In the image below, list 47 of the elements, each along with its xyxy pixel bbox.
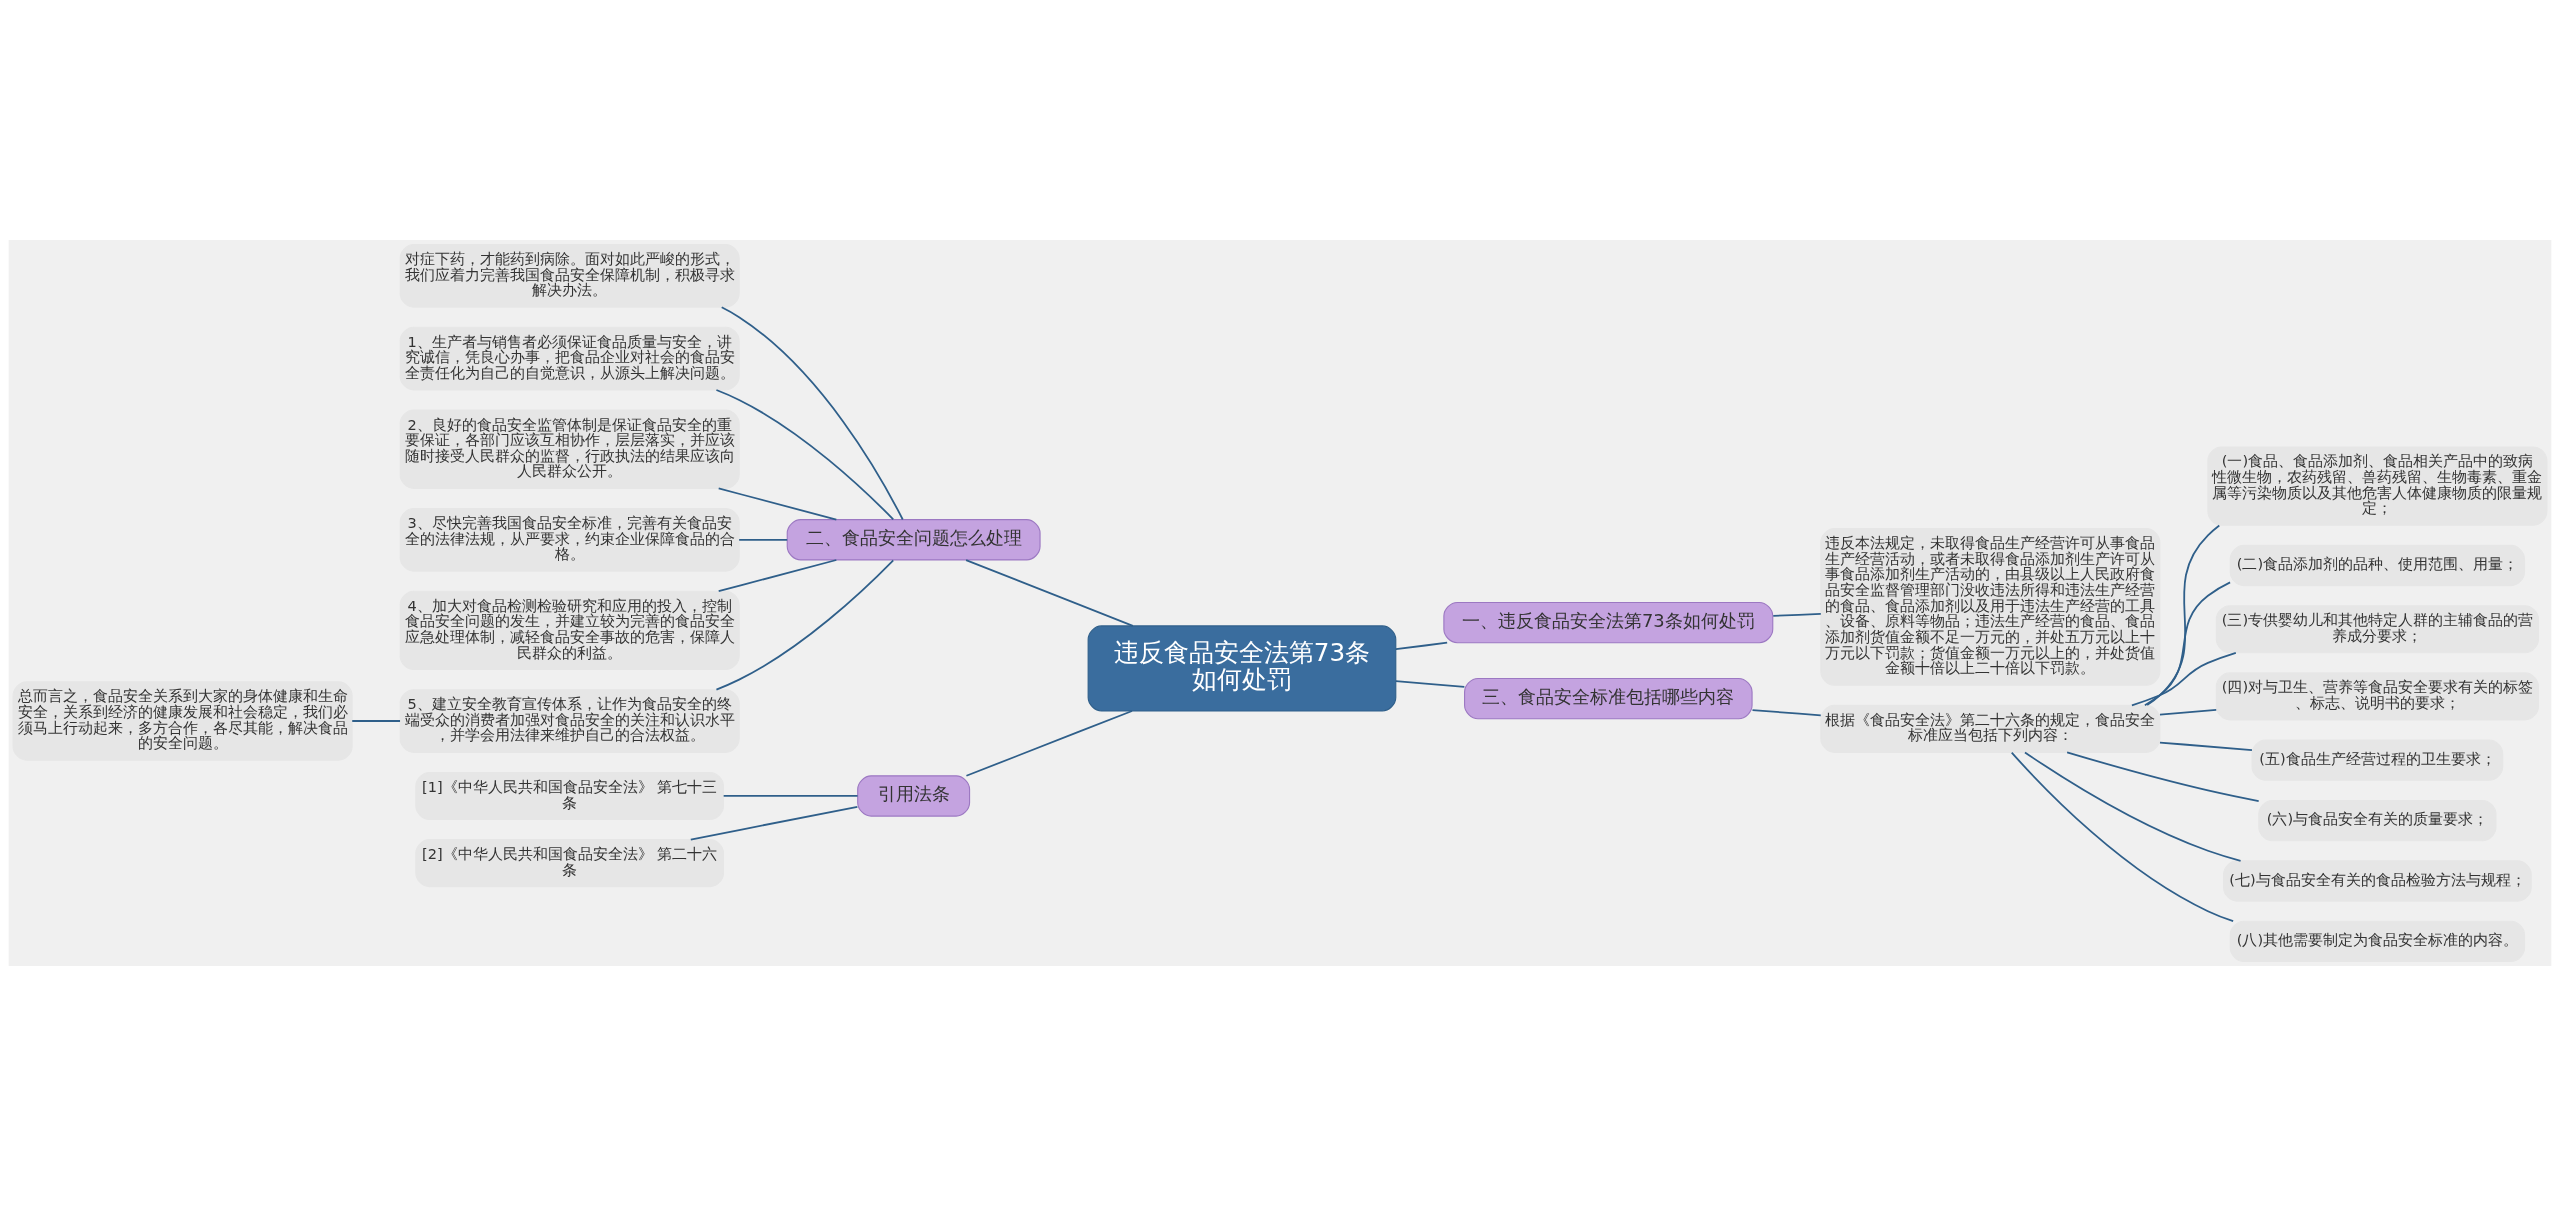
node-box: 5、建立安全教育宣传体系，让作为食品安全的终端受众的消费者加强对食品安全的关注和认识水平，并学会用法律来维护自己的合法权益。 [399,689,740,753]
node-box: 总而言之，食品安全关系到大家的身体健康和生命安全，关系到经济的健康发展和社会稳定，我们必须马上行动起来，多方合作，各尽其能，解决食品的安全问题。 [12,681,353,761]
connector [1395,641,1449,651]
connector [715,389,895,521]
node-box: (八)其他需要制定为食品安全标准的内容。 [2229,920,2526,963]
connector [738,538,789,541]
connector [2159,709,2218,716]
node-box: 违反本法规定，未取得食品生产经营许可从事食品生产经营活动，或者未取得食品添加剂生产许可从事食品添加剂生产活动的，由县级以上人民政府食品安全监督管理部门没收违法所得和违法生产经营的食品、食品添加剂以及用于违法生产经营的工具、设备、原料等物品；违法生产经营的食品、食品添加剂货值金额不足一万元的，并处五万元以上十万元以下罚款；货值金额一万元以上的，并处货值金额十倍以上二十倍以下罚款。 [1820,528,2161,686]
connector [351,720,401,722]
connector [689,805,859,841]
node-box: (三)专供婴幼儿和其他特定人群的主辅食品的营养成分要求； [2215,605,2540,654]
node-box: (四)对与卫生、营养等食品安全要求有关的标签、标志、说明书的要求； [2215,672,2540,721]
node-box: 二、食品安全问题怎么处理 [786,519,1041,561]
connector [965,559,1134,627]
node-box: [1]《中华人民共和国食品安全法》 第七十三条 [415,771,725,820]
connector [2010,751,2235,923]
node-box: (六)与食品安全有关的质量要求； [2258,799,2497,842]
connector [965,710,1133,777]
node-box: (一)食品、食品添加剂、食品相关产品中的致病性微生物，农药残留、兽药残留、生物毒素、重金属等污染物质以及其他危害人体健康物质的限量规定； [2207,446,2548,526]
node-box: (七)与食品安全有关的食品检验方法与规程； [2223,860,2532,902]
node-box: 三、食品安全标准包括哪些内容 [1464,677,1753,720]
connector [2143,581,2231,707]
node-box: 对症下药，才能药到病除。面对如此严峻的形式，我们应着力完善我国食品安全保障机制，积极寻求解决办法。 [399,243,740,308]
node-box: (五)食品生产经营过程的卫生要求； [2251,739,2504,781]
connector [717,559,838,593]
node-box: 引用法条 [857,775,971,817]
connector [2159,741,2253,751]
connector [2024,751,2242,862]
connector [1772,612,1822,617]
node-box: 1、生产者与销售者必须保证食品质量与安全，讲究诚信，凭良心办事，把食品企业对社会的食品安全责任化为自己的自觉意识，从源头上解决问题。 [399,326,740,391]
node-box: 3、尽快完善我国食品安全标准，完善有关食品安全的法律法规，从严要求，约束企业保障食品的合格。 [399,507,740,572]
node-box: (二)食品添加剂的品种、使用范围、用量； [2229,544,2526,587]
connector [1751,709,1822,717]
node-box: [2]《中华人民共和国食品安全法》 第二十六条 [415,839,725,888]
node-box: 违反食品安全法第73条如何处罚 [1087,625,1397,712]
connector [2131,651,2237,707]
node-box: 一、违反食品安全法第73条如何处罚 [1443,601,1774,644]
node-box: 2、良好的食品安全监管体制是保证食品安全的重要保证，各部门应该互相协作，层层落实，并应该随时接受人民群众的监督，行政执法的结果应该向人民群众公开。 [399,409,740,489]
connector [720,306,904,521]
connector [2066,751,2260,802]
connector [717,487,838,521]
connector [722,795,859,797]
connector [2146,524,2221,706]
node-box: 根据《食品安全法》第二十六条的规定，食品安全标准应当包括下列内容： [1820,704,2161,753]
connector [1395,680,1466,688]
node-box: 4、加大对食品检测检验研究和应用的投入，控制食品安全问题的发生，并建立较为完善的食品安全应急处理体制，减轻食品安全事故的危害，保障人民群众的利益。 [399,590,740,671]
connector [715,559,895,691]
